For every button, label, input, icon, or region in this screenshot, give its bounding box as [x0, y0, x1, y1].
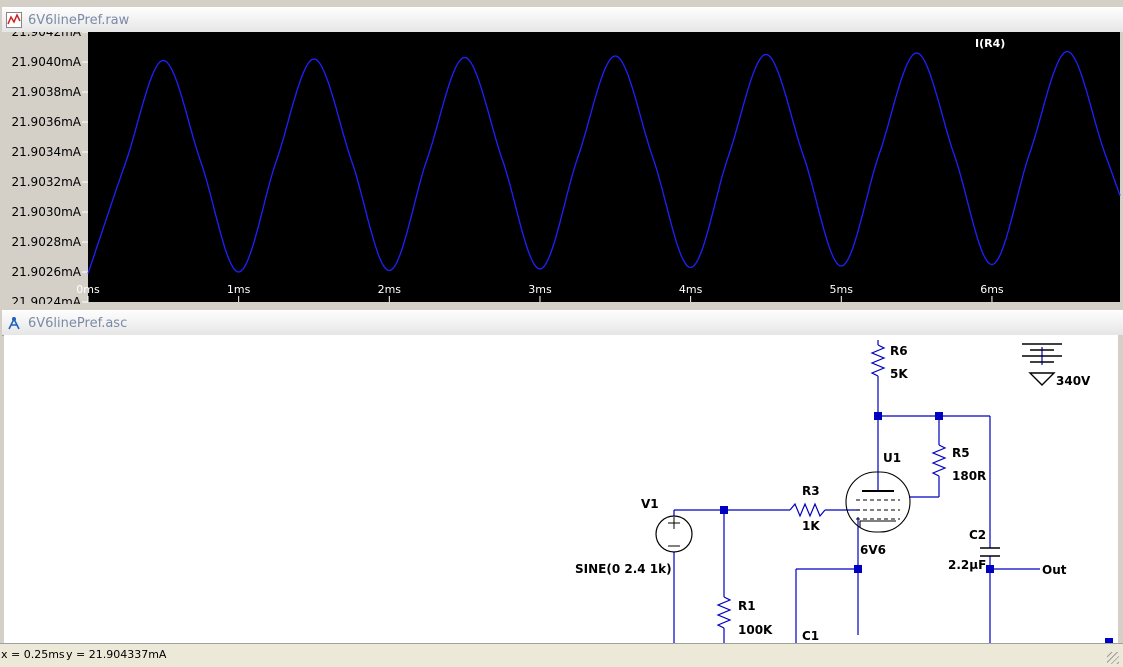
- trace-point: [539, 268, 541, 270]
- trace-point: [200, 162, 202, 164]
- c2-value[interactable]: 2.2µF: [948, 558, 986, 572]
- x-tick-label: 2ms: [378, 283, 402, 296]
- trace-point: [727, 156, 729, 158]
- cursor-x-readout: x = 0.25ms: [1, 648, 65, 661]
- y-tick-label: 21.9028mA: [11, 235, 81, 249]
- trace-point: [313, 58, 315, 60]
- trace-point: [275, 160, 277, 162]
- trace-label-i-r4[interactable]: I(R4): [975, 37, 1005, 50]
- y-tick-label: 21.9042mA: [11, 32, 81, 39]
- wire-junctions: [720, 412, 1113, 643]
- trace-point: [1066, 51, 1068, 53]
- y-tick-label: 21.9040mA: [11, 55, 81, 69]
- r6-value[interactable]: 5K: [890, 367, 908, 381]
- c2-ref[interactable]: C2: [969, 528, 986, 542]
- trace-point: [840, 265, 842, 267]
- trace-point: [501, 159, 503, 161]
- y-tick-label: 21.9038mA: [11, 85, 81, 99]
- trace-point: [125, 162, 127, 164]
- c1-ref[interactable]: C1: [802, 629, 819, 643]
- waveform-viewer-icon: [6, 12, 22, 28]
- x-tick-label: 6ms: [980, 283, 1004, 296]
- r1-ref[interactable]: R1: [738, 599, 756, 613]
- y-tick-label: 21.9036mA: [11, 115, 81, 129]
- u1-ref[interactable]: U1: [883, 451, 901, 465]
- schematic-wires: [673, 340, 1043, 643]
- u1-value[interactable]: 6V6: [860, 543, 886, 557]
- plot-window-title: 6V6linePref.raw: [28, 12, 130, 28]
- schematic-scroll-edge: [1118, 335, 1123, 643]
- schematic-canvas[interactable]: R6 5K 340V R5 180R U1 6V6 R3 1K V1 SINE(…: [0, 335, 1123, 643]
- trace-point: [388, 270, 390, 272]
- u1-6v6-tube[interactable]: [845, 471, 911, 533]
- trace-point: [878, 154, 880, 156]
- trace-point: [1029, 153, 1031, 155]
- trace-point: [953, 154, 955, 156]
- trace-point: [765, 54, 767, 56]
- trace-point: [652, 157, 654, 159]
- supply-value[interactable]: 340V: [1056, 374, 1091, 388]
- waveform-plot[interactable]: 21.9024mA 21.9026mA 21.9028mA 21.9030mA 21.9…: [0, 32, 1123, 304]
- schematic-background: [4, 335, 1118, 643]
- trace-point: [426, 159, 428, 161]
- y-tick-label: 21.9032mA: [11, 175, 81, 189]
- trace-point: [87, 273, 89, 275]
- r3-ref[interactable]: R3: [802, 484, 820, 498]
- out-net-label[interactable]: Out: [1042, 563, 1067, 577]
- resize-grip-icon[interactable]: [1107, 652, 1119, 664]
- x-axis: 0ms 1ms 2ms 3ms 4ms 5ms 6ms: [76, 283, 1004, 302]
- trace-point: [991, 264, 993, 266]
- c2-capacitor[interactable]: [980, 547, 1000, 557]
- y-tick-label: 21.9024mA: [11, 295, 81, 304]
- schematic-window-title: 6V6linePref.asc: [28, 315, 128, 331]
- r1-value[interactable]: 100K: [738, 623, 773, 637]
- trace-point: [690, 267, 692, 269]
- schematic-window-titlebar[interactable]: 6V6linePref.asc: [2, 310, 1123, 336]
- trace-point: [464, 57, 466, 59]
- x-tick-label: 4ms: [679, 283, 703, 296]
- trace-point: [162, 60, 164, 62]
- trace-i-r4[interactable]: [87, 50, 1121, 274]
- y-tick-label: 21.9030mA: [11, 205, 81, 219]
- r5-value[interactable]: 180R: [952, 469, 986, 483]
- cursor-y-readout: y = 21.904337mA: [66, 648, 167, 661]
- schematic-editor-icon: [8, 317, 20, 330]
- x-tick-label: 3ms: [528, 283, 552, 296]
- plot-area[interactable]: [88, 32, 1120, 302]
- trace-point: [1119, 195, 1121, 197]
- v1-ref[interactable]: V1: [641, 497, 659, 511]
- trace-point: [916, 52, 918, 54]
- trace-point: [1104, 153, 1106, 155]
- x-tick-label: 5ms: [830, 283, 854, 296]
- supply-battery-icon[interactable]: [1022, 343, 1062, 386]
- trace-point: [351, 160, 353, 162]
- trace-point: [614, 55, 616, 57]
- v1-voltage-source[interactable]: [655, 515, 693, 553]
- trace-point: [803, 156, 805, 158]
- r3-value[interactable]: 1K: [802, 519, 820, 533]
- y-axis: 21.9024mA 21.9026mA 21.9028mA 21.9030mA 21.9…: [11, 32, 88, 304]
- x-tick-label: 0ms: [76, 283, 100, 296]
- x-tick-label: 1ms: [227, 283, 251, 296]
- r6-ref[interactable]: R6: [890, 344, 908, 358]
- y-tick-label: 21.9034mA: [11, 145, 81, 159]
- plot-window-titlebar[interactable]: 6V6linePref.raw: [2, 7, 1123, 33]
- trace-point: [238, 271, 240, 273]
- y-tick-label: 21.9026mA: [11, 265, 81, 279]
- trace-point: [577, 157, 579, 159]
- v1-value[interactable]: SINE(0 2.4 1k): [575, 562, 672, 576]
- r5-ref[interactable]: R5: [952, 446, 970, 460]
- status-bar: x = 0.25ms y = 21.904337mA: [0, 643, 1123, 667]
